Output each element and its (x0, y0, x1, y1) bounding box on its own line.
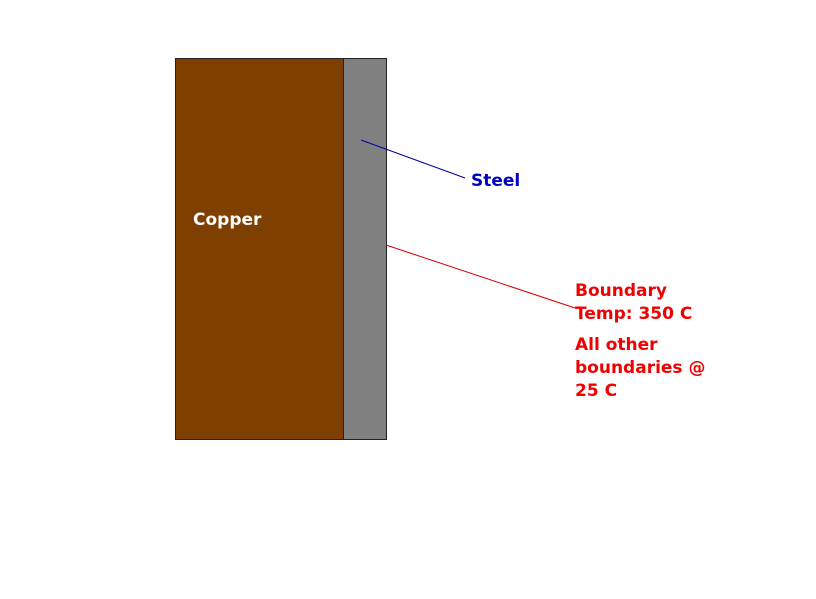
other-line-3: 25 C (575, 381, 618, 401)
other-boundaries-label: All other boundaries @ 25 C (575, 334, 705, 403)
boundary-line-1: Boundary (575, 281, 667, 301)
steel-label: Steel (471, 171, 521, 191)
boundary-leader-line (385, 244, 576, 309)
copper-block (175, 58, 344, 440)
copper-label: Copper (193, 210, 262, 230)
other-line-1: All other (575, 335, 658, 355)
steel-layer (343, 58, 387, 440)
boundary-temp-label: Boundary Temp: 350 C (575, 280, 692, 326)
boundary-line-2: Temp: 350 C (575, 304, 693, 324)
other-line-2: boundaries @ (575, 358, 706, 378)
steel-leader-line (360, 139, 466, 179)
